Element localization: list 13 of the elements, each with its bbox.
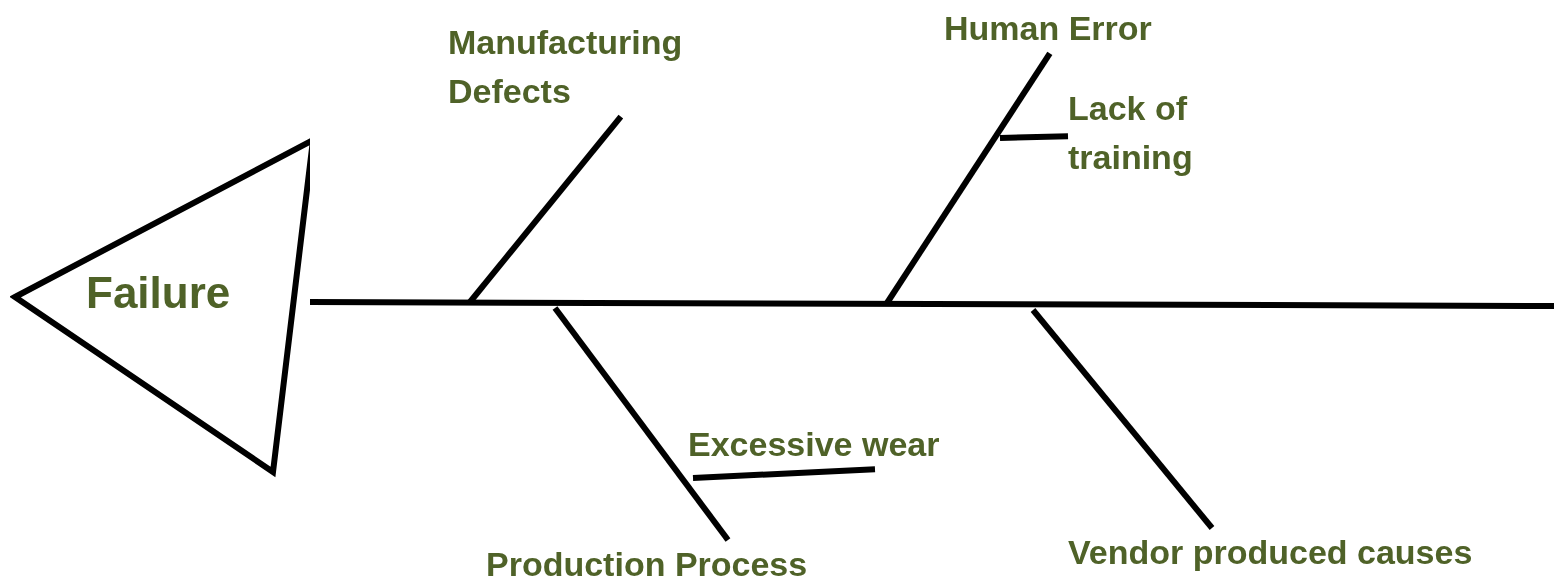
cause-label: Production Process [486, 540, 808, 586]
spine-line [310, 299, 1554, 309]
bone-line [1030, 308, 1215, 530]
cause-label: Human Error [944, 4, 1152, 54]
bone-line [552, 306, 731, 542]
effect-label: Failure [86, 267, 231, 319]
cause-label: Manufacturing Defects [448, 18, 688, 117]
sub-cause-label: Excessive wear [688, 420, 940, 470]
fish-head-triangle [10, 135, 310, 480]
sub-bone-line [692, 466, 876, 481]
sub-bone-line [999, 133, 1069, 141]
sub-cause-label: Lack of training [1068, 84, 1228, 183]
cause-label: Vendor produced causes [1068, 528, 1473, 578]
